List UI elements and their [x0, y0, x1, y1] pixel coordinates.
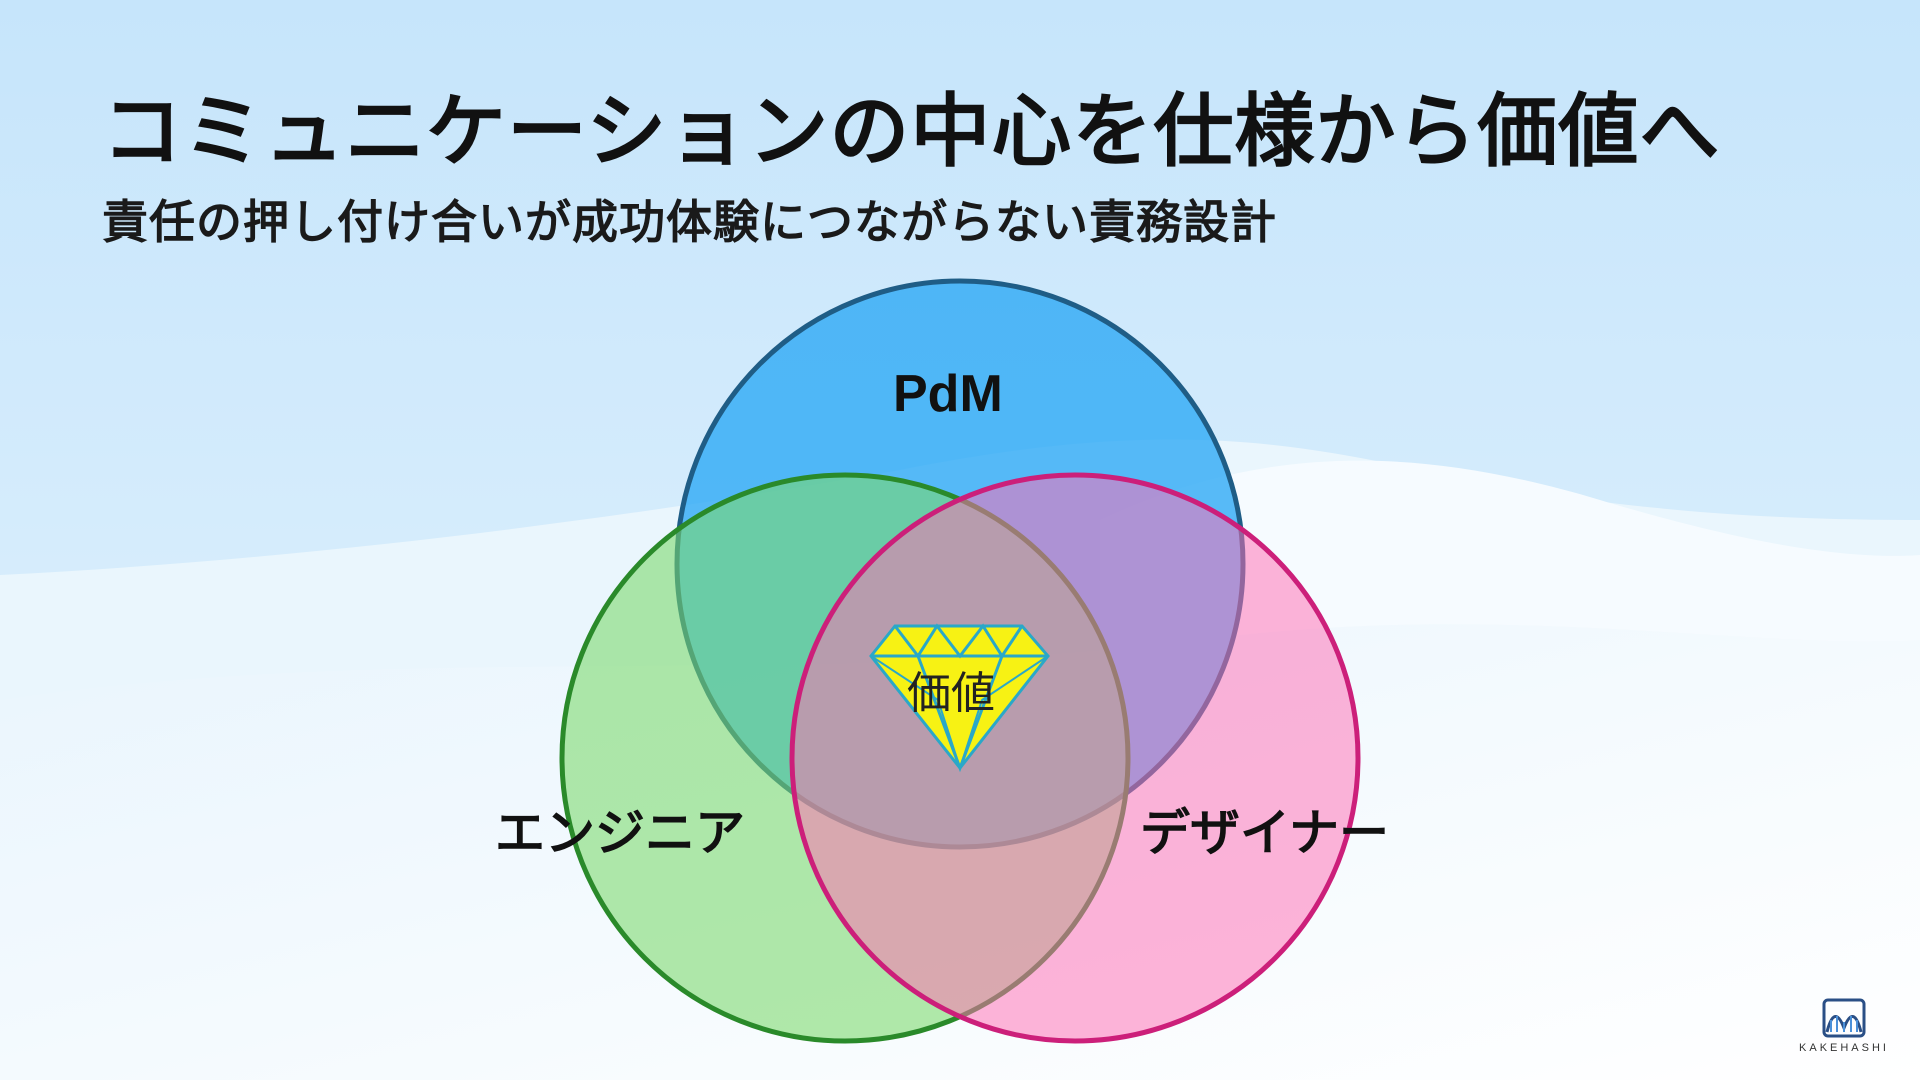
designer-label: デザイナー: [1140, 804, 1389, 862]
designer-circle: [789, 472, 1361, 1044]
kakehashi-logo-icon: [1822, 998, 1866, 1038]
value-label: 価値: [907, 668, 995, 719]
logo-text: KAKEHASHI: [1799, 1042, 1889, 1054]
slide-subtitle: 責任の押し付け合いが成功体験につながらない責務設計: [102, 195, 1277, 249]
pdm-label: PdM: [893, 365, 1003, 423]
diamond-icon: [869, 623, 1050, 773]
engineer-label: エンジニア: [495, 804, 745, 862]
slide-title: コミュニケーションの中心を仕様から価値へ: [102, 85, 1721, 178]
